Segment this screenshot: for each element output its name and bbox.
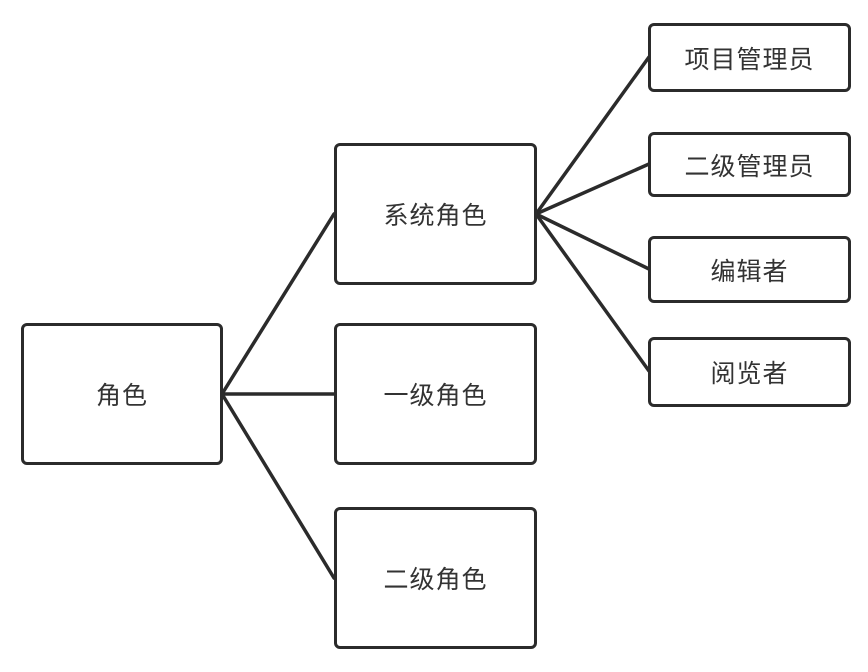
edge-root-to-system-role	[220, 212, 336, 396]
edge-root-to-level2-role	[220, 392, 336, 580]
node-label: 编辑者	[710, 256, 789, 286]
node-level2-role: 二级角色	[334, 507, 537, 649]
node-editor: 编辑者	[648, 236, 851, 303]
node-system-role: 系统角色	[334, 143, 537, 285]
edge-system-to-editor	[534, 212, 651, 271]
node-label: 项目管理员	[684, 44, 815, 74]
edge-system-to-project-admin	[534, 55, 651, 216]
node-project-admin: 项目管理员	[648, 23, 851, 92]
node-label: 二级管理员	[684, 151, 815, 181]
node-level1-role: 一级角色	[334, 323, 537, 465]
edge-system-to-level2-admin	[534, 162, 651, 216]
node-label: 角色	[95, 381, 148, 410]
node-label: 一级角色	[383, 381, 488, 410]
node-label: 系统角色	[383, 201, 488, 230]
node-label: 二级角色	[383, 565, 488, 594]
node-level2-admin: 二级管理员	[648, 132, 851, 197]
node-label: 阅览者	[710, 359, 789, 388]
node-role-root: 角色	[21, 323, 223, 465]
node-viewer: 阅览者	[648, 337, 851, 407]
edge-system-to-viewer	[534, 212, 651, 373]
